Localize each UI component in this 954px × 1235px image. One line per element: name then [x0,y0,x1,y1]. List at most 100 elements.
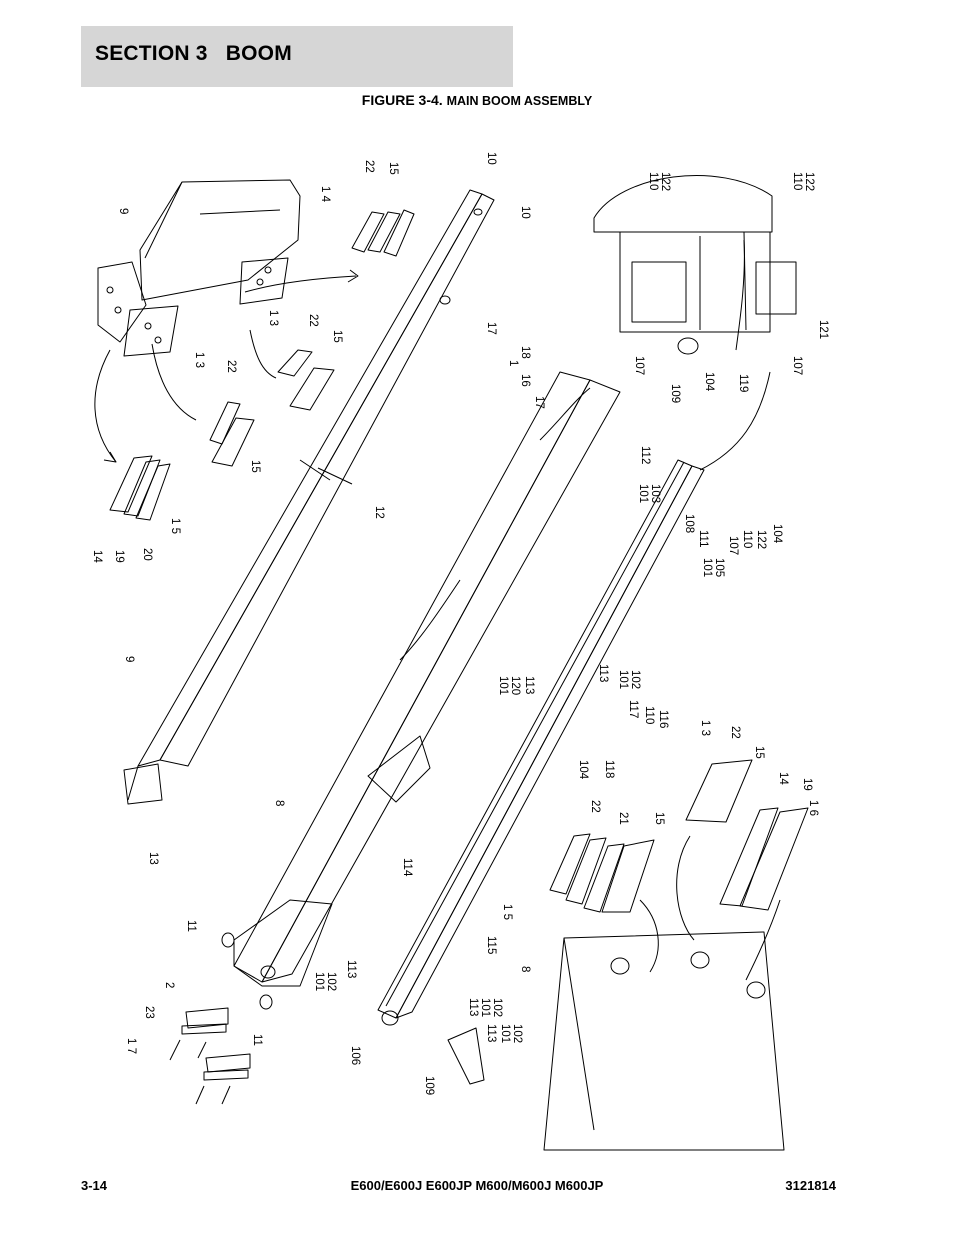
wear-pads-top-right [244,209,415,293]
callout-label: 101 [499,1024,511,1043]
callout-label: 119 [737,374,749,392]
page-number: 3-14 [81,1178,108,1193]
callout-label: 104 [703,372,715,392]
model-list: E600/E600J E600JP M600/M600J M600JP [350,1178,604,1193]
callout-label: 109 [669,384,681,403]
callout-label: 101 [479,998,491,1017]
callout-label: 1 4 [319,186,331,203]
callout-label: 113 [523,676,535,694]
callout-label: 15 [331,330,343,343]
callout-label: 107 [791,356,803,375]
outer-boom [123,189,495,805]
callout-label: 103 [649,484,661,503]
callout-label: 21 [617,812,629,825]
callout-label: 15 [249,460,261,473]
callout-label: 108 [683,514,695,533]
callout-label: 22 [225,360,237,373]
callout-label: 118 [603,760,615,778]
callout-label: 1 3 [699,720,711,736]
callout-label: 8 [519,966,531,972]
callout-label: 110 [647,172,659,190]
callout-label: 11 [185,920,197,932]
figure-label: FIGURE 3-4. [361,92,443,108]
callout-label: 19 [801,778,813,791]
callout-label: 121 [817,320,829,339]
callout-label: 107 [727,536,739,555]
callout-label: 1 5 [169,518,181,534]
callout-labels: 9 1 4 22 15 10 10 1 3 22 15 1 3 22 15 17… [91,152,829,1095]
callout-label: 22 [729,726,741,739]
section-title: SECTION 3 BOOM [95,42,292,66]
callout-label: 14 [91,550,103,563]
sheave-detail [593,175,797,471]
callout-label: 102 [325,972,337,991]
callout-label: 122 [755,530,767,549]
callout-label: 1 6 [807,800,819,816]
callout-label: 113 [485,1024,497,1042]
callout-label: 16 [519,374,531,387]
lower-pads-left [169,932,273,1105]
section-header: SECTION 3 BOOM [81,26,513,87]
section-name: BOOM [225,42,292,65]
figure-caption: FIGURE 3-4. MAIN BOOM ASSEMBLY [0,92,954,108]
callout-label: 9 [117,208,129,214]
callout-label: 1 5 [501,904,513,920]
lower-pads-right [543,759,809,1151]
callout-label: 15 [753,746,765,759]
callout-label: 111 [697,530,709,547]
callout-label: 110 [791,172,803,190]
callout-label: 109 [423,1076,435,1095]
callout-label: 113 [345,960,357,978]
callout-label: 17 [485,322,497,335]
callout-label: 22 [307,314,319,327]
wear-pads-left-stack [94,349,171,521]
callout-label: 105 [713,558,725,577]
callout-label: 11 [251,1034,263,1046]
callout-label: 10 [485,152,497,165]
section-number: SECTION 3 [95,42,208,65]
callout-label: 102 [511,1024,523,1043]
callout-label: 112 [639,446,651,464]
top-wear-pad-bracket [97,179,301,357]
callout-label: 15 [387,162,399,175]
callout-label: 102 [629,670,641,689]
document-number: 3121814 [785,1178,836,1193]
callout-label: 113 [467,998,479,1016]
callout-label: 1 3 [193,352,205,368]
callout-label: 22 [589,800,601,813]
callout-label: 114 [401,858,413,877]
callout-label: 1 7 [125,1038,137,1054]
callout-label: 120 [509,676,521,695]
callout-label: 101 [637,484,649,503]
callout-label: 101 [497,676,509,695]
callout-label: 20 [141,548,153,561]
callout-label: 22 [363,160,375,173]
wear-pads-mid-right [249,329,335,411]
callout-label: 110 [643,706,655,724]
callout-label: 17 [533,396,545,409]
callout-label: 104 [771,524,783,544]
callout-label: 122 [659,172,671,191]
callout-label: 122 [803,172,815,191]
callout-label: 10 [519,206,531,219]
callout-label: 1 3 [267,310,279,326]
callout-label: 12 [373,506,385,519]
callout-label: 8 [273,800,285,806]
callout-label: 115 [485,936,497,954]
callout-label: 104 [577,760,589,780]
callout-label: 101 [313,972,325,991]
callout-label: 117 [627,700,639,718]
callout-label: 101 [617,670,629,689]
callout-label: 15 [653,812,665,825]
callout-label: 19 [113,550,125,563]
callout-label: 1 [507,360,519,366]
callout-label: 9 [123,656,135,662]
callout-label: 116 [657,710,669,728]
callout-label: 110 [741,530,753,548]
inner-boom [377,459,705,1085]
callout-label: 102 [491,998,503,1017]
callout-label: 13 [147,852,159,865]
callout-label: 18 [519,346,531,359]
callout-label: 23 [143,1006,155,1019]
wear-pads-mid-left [151,343,255,467]
